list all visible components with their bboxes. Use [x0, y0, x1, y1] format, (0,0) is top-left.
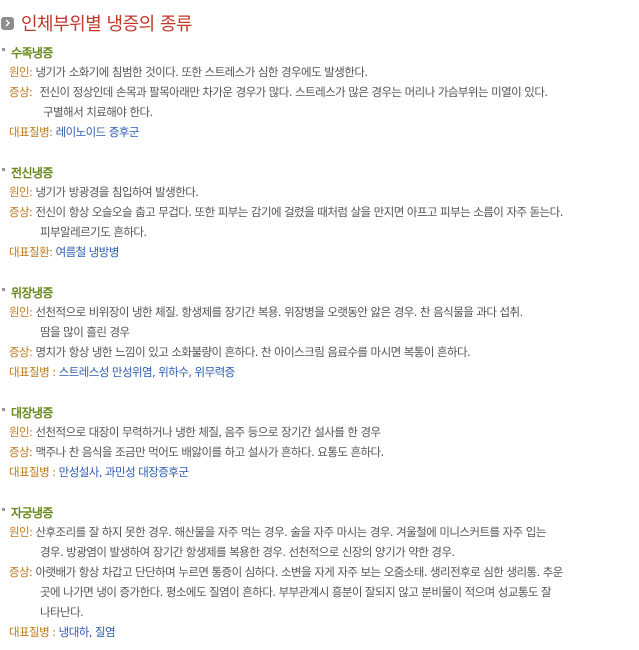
cause-row: 원인: 선천적으로 대장이 무력하거나 냉한 체질, 음주 등으로 장기간 설사… — [9, 422, 381, 442]
symptom-text-continued: 나타난다. — [40, 605, 84, 619]
bullet-icon — [2, 507, 5, 511]
representative-disease-value: 레이노이드 증후군 — [55, 125, 140, 139]
symptom-text: 맥주나 찬 음식을 조금만 먹어도 배앓이를 하고 설사가 흔하다. 요통도 흔… — [35, 445, 385, 459]
bullet-icon — [2, 47, 5, 51]
cause-text: 선천적으로 비위장이 냉한 체질. 항생제를 장기간 복용. 위장병을 오랫동안… — [35, 305, 524, 319]
cause-text-continued: 땀을 많이 흘린 경우 — [40, 325, 130, 339]
cause-row: 원인: 냉기가 소화기에 침범한 것이다. 또한 스트레스가 심한 경우에도 발… — [9, 62, 369, 82]
cause-label: 원인: — [9, 425, 33, 439]
cause-row: 원인: 산후조리를 잘 하지 못한 경우. 해산물을 자주 먹는 경우. 술을 … — [9, 522, 546, 542]
symptom-label: 증상: — [9, 205, 33, 219]
section-heading: 대장냉증 — [0, 402, 53, 422]
section-heading: 수족냉증 — [0, 42, 53, 62]
symptom-row: 증상: 전신이 항상 오슬오슬 춥고 무겁다. 또한 피부는 감기에 걸렸을 때… — [9, 202, 563, 222]
cause-text: 냉기가 방광경을 침입하여 발생한다. — [35, 185, 199, 199]
section-title: 자궁냉증 — [11, 505, 53, 520]
bullet-icon — [2, 167, 5, 171]
representative-disease-row: 대표질병 : 만성설사, 과민성 대장증후군 — [9, 462, 189, 482]
symptom-label: 증상: — [9, 445, 33, 459]
representative-disease-value: 스트레스성 만성위염, 위하수, 위무력증 — [58, 365, 236, 379]
section-title: 수족냉증 — [11, 45, 53, 60]
cause-text-continued: 경우. 방광염이 발생하여 장기간 항생제를 복용한 경우. 선천적으로 신장의… — [40, 545, 455, 559]
representative-disease-label: 대표질병 : — [9, 365, 56, 379]
symptom-label: 증상: — [9, 85, 33, 99]
symptom-row: 증상: 맥주나 찬 음식을 조금만 먹어도 배앓이를 하고 설사가 흔하다. 요… — [9, 442, 384, 462]
symptom-label: 증상: — [9, 565, 33, 579]
representative-disease-label: 대표질환: — [9, 245, 53, 259]
section-title: 위장냉증 — [11, 285, 53, 300]
symptom-text: 전신이 항상 오슬오슬 춥고 무겁다. 또한 피부는 감기에 걸렸을 때처럼 살… — [35, 205, 564, 219]
representative-disease-label: 대표질병: — [9, 125, 53, 139]
page-header: 인체부위별 냉증의 종류 — [0, 12, 193, 35]
representative-disease-value: 냉대하, 질염 — [58, 625, 116, 639]
symptom-text-continued: 피부알레르기도 흔하다. — [40, 225, 147, 239]
cause-row: 원인: 냉기가 방광경을 침입하여 발생한다. — [9, 182, 199, 202]
representative-disease-label: 대표질병 : — [9, 625, 56, 639]
representative-disease-row: 대표질환: 여름철 냉방병 — [9, 242, 119, 262]
section-title: 전신냉증 — [11, 165, 53, 180]
representative-disease-value: 만성설사, 과민성 대장증후군 — [58, 465, 189, 479]
cause-label: 원인: — [9, 185, 33, 199]
section-heading: 자궁냉증 — [0, 502, 53, 522]
symptom-row: 증상: 전신이 정상인데 손목과 팔목아래만 차가운 경우가 많다. 스트레스가… — [9, 82, 549, 102]
cause-text: 산후조리를 잘 하지 못한 경우. 해산물을 자주 먹는 경우. 술을 자주 마… — [35, 525, 547, 539]
symptom-row: 증상: 아랫배가 항상 차갑고 단단하며 누르면 통증이 심하다. 소변을 자게… — [9, 562, 563, 582]
cause-text: 냉기가 소화기에 침범한 것이다. 또한 스트레스가 심한 경우에도 발생한다. — [35, 65, 369, 79]
symptom-label: 증상: — [9, 345, 33, 359]
bullet-icon — [2, 407, 5, 411]
bullet-icon — [2, 287, 5, 291]
cause-label: 원인: — [9, 65, 33, 79]
chevron-right-icon — [1, 16, 14, 30]
representative-disease-row: 대표질병 : 냉대하, 질염 — [9, 622, 116, 642]
cause-row: 원인: 선천적으로 비위장이 냉한 체질. 항생제를 장기간 복용. 위장병을 … — [9, 302, 523, 322]
cause-label: 원인: — [9, 525, 33, 539]
page-title: 인체부위별 냉증의 종류 — [21, 14, 193, 35]
representative-disease-label: 대표질병 : — [9, 465, 56, 479]
symptom-text: 아랫배가 항상 차갑고 단단하며 누르면 통증이 심하다. 소변을 자게 자주 … — [35, 565, 564, 579]
cause-label: 원인: — [9, 305, 33, 319]
section-heading: 전신냉증 — [0, 162, 53, 182]
cause-text: 선천적으로 대장이 무력하거나 냉한 체질, 음주 등으로 장기간 설사를 한 … — [35, 425, 382, 439]
symptom-row: 증상: 명치가 항상 냉한 느낌이 있고 소화불량이 흔하다. 찬 아이스크림 … — [9, 342, 471, 362]
section-heading: 위장냉증 — [0, 282, 53, 302]
representative-disease-row: 대표질병 : 스트레스성 만성위염, 위하수, 위무력증 — [9, 362, 235, 382]
symptom-text-continued: 구별해서 치료해야 한다. — [43, 105, 153, 119]
section-title: 대장냉증 — [11, 405, 53, 420]
symptom-text: 전신이 정상인데 손목과 팔목아래만 차가운 경우가 많다. 스트레스가 많은 … — [39, 85, 549, 99]
symptom-text: 명치가 항상 냉한 느낌이 있고 소화불량이 흔하다. 찬 아이스크림 음료수를… — [35, 345, 471, 359]
representative-disease-row: 대표질병: 레이노이드 증후군 — [9, 122, 139, 142]
representative-disease-value: 여름철 냉방병 — [55, 245, 120, 259]
symptom-text-continued: 곳에 나가면 냉이 증가한다. 평소에도 질염이 흔하다. 부부관계시 흥분이 … — [40, 585, 552, 599]
